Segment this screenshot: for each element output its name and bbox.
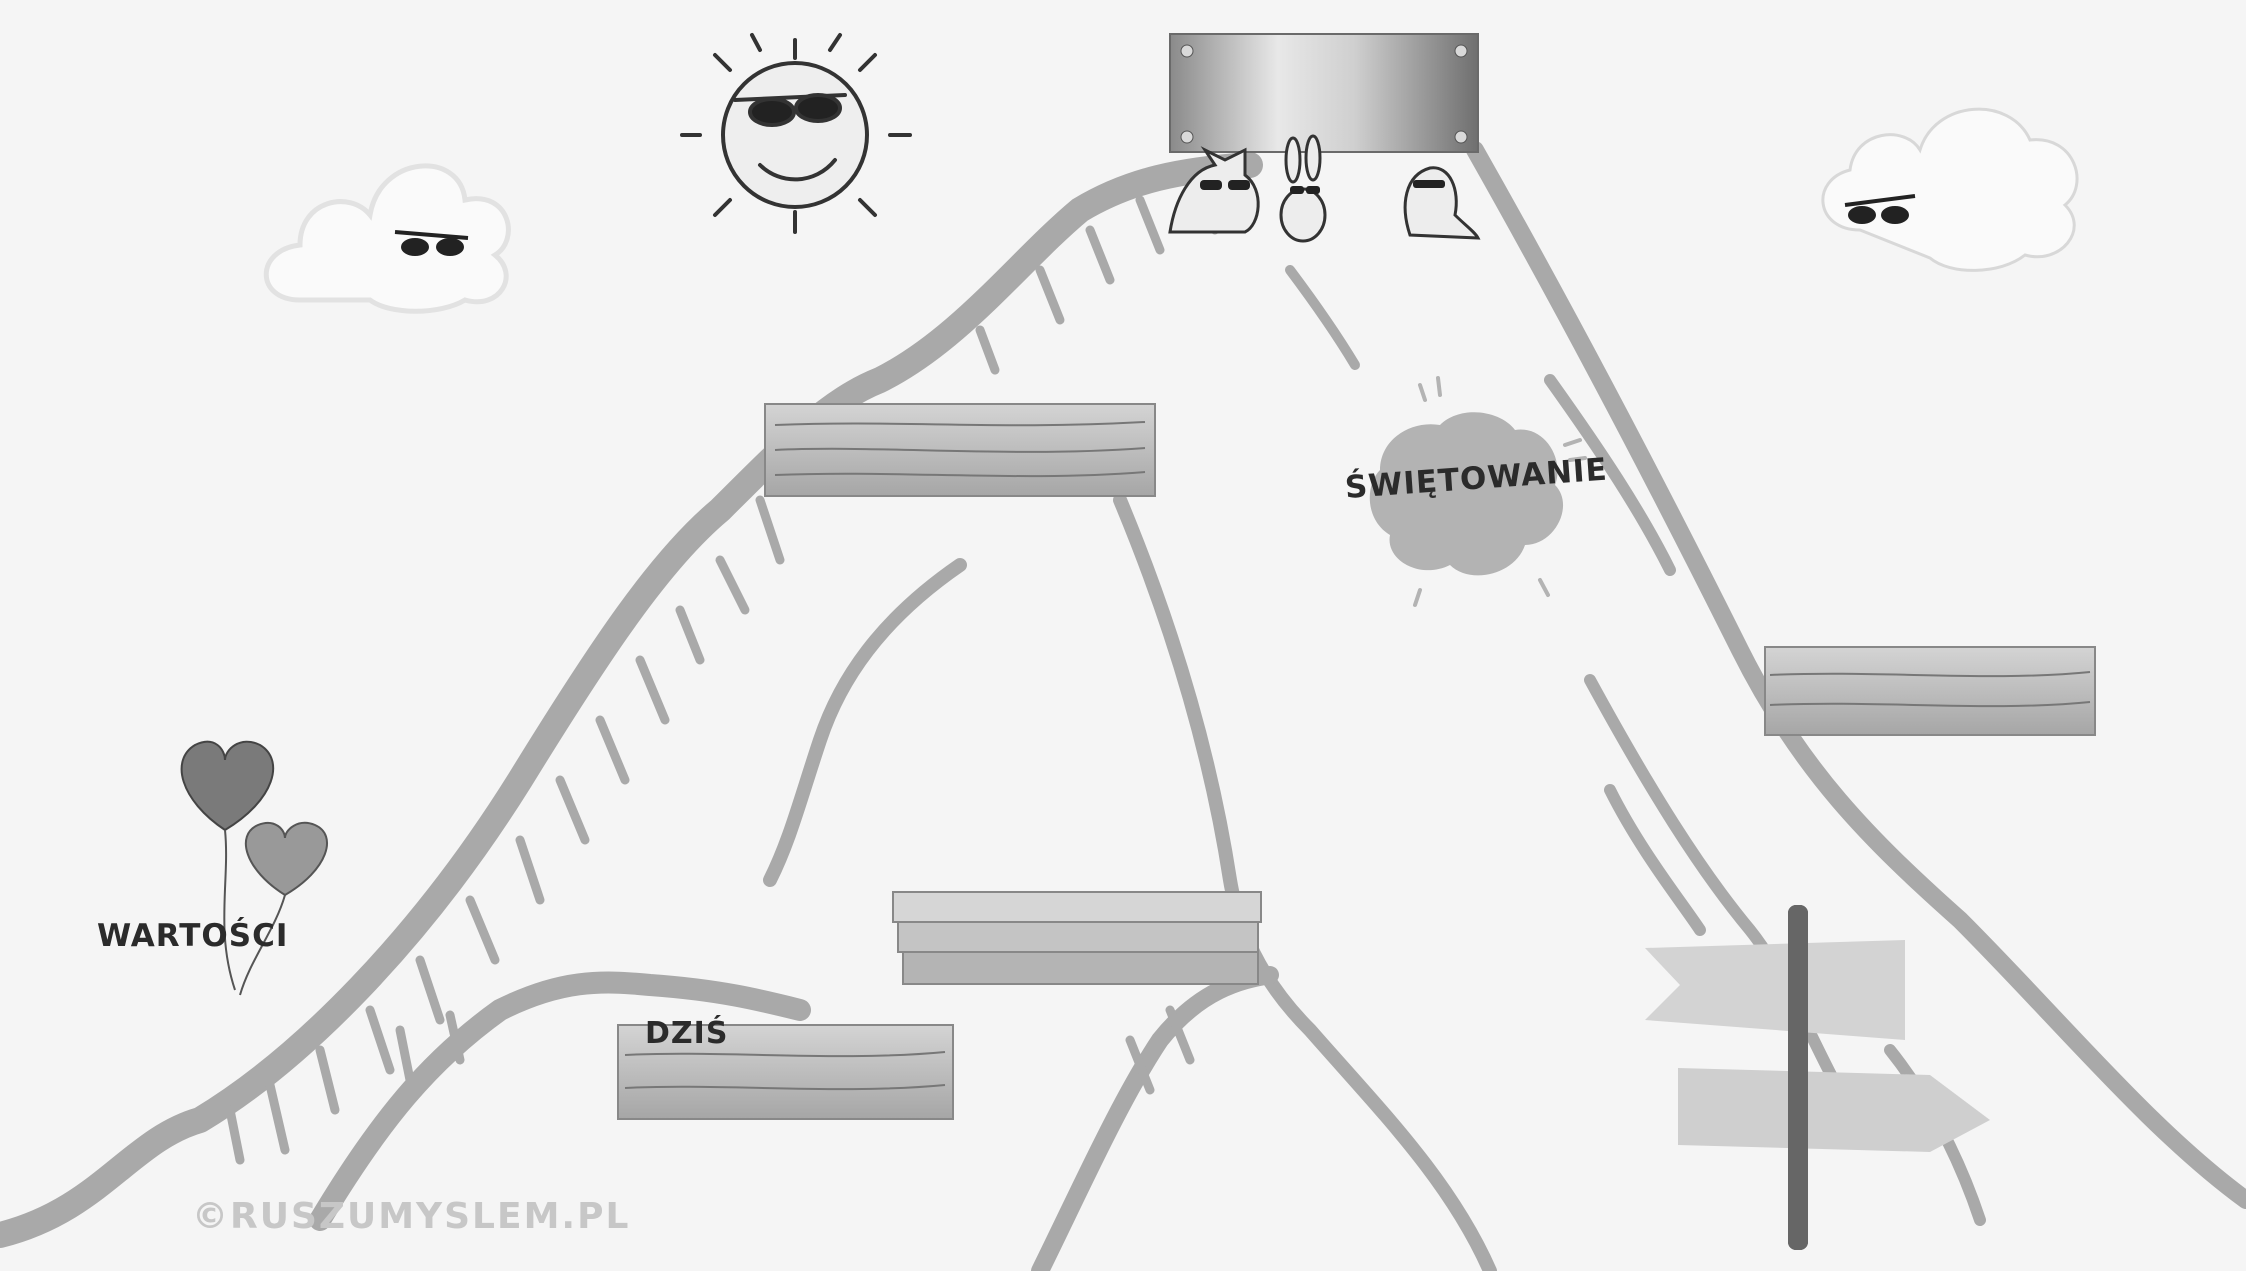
seal-icon xyxy=(1403,166,1481,240)
cat-icon xyxy=(1168,146,1260,234)
wooden-plank-icon xyxy=(617,1024,954,1120)
mountain-drips xyxy=(225,175,1220,1165)
copyright-watermark: ©RUSZUMYSLEM.PL xyxy=(192,1196,631,1237)
bunny-icon xyxy=(1279,134,1327,243)
cloud-with-sunglasses-icon xyxy=(1821,107,2079,272)
wooden-plank-icon xyxy=(1764,646,2096,736)
celebration-burst-icon xyxy=(1369,376,1587,607)
wooden-plank-icon xyxy=(764,403,1156,497)
cloud-with-sunglasses-icon xyxy=(263,163,511,314)
metal-plate-icon xyxy=(1169,33,1479,153)
label-dzis: DZIŚ xyxy=(645,1016,729,1051)
signpost-icon xyxy=(1645,905,1990,1250)
label-wartosci: WARTOŚCI xyxy=(97,918,289,954)
heart-balloons-icon xyxy=(180,740,328,996)
mountain-outline xyxy=(0,141,2246,1271)
sun-with-sunglasses-icon xyxy=(680,33,912,234)
wooden-plank-icon xyxy=(892,891,1262,985)
